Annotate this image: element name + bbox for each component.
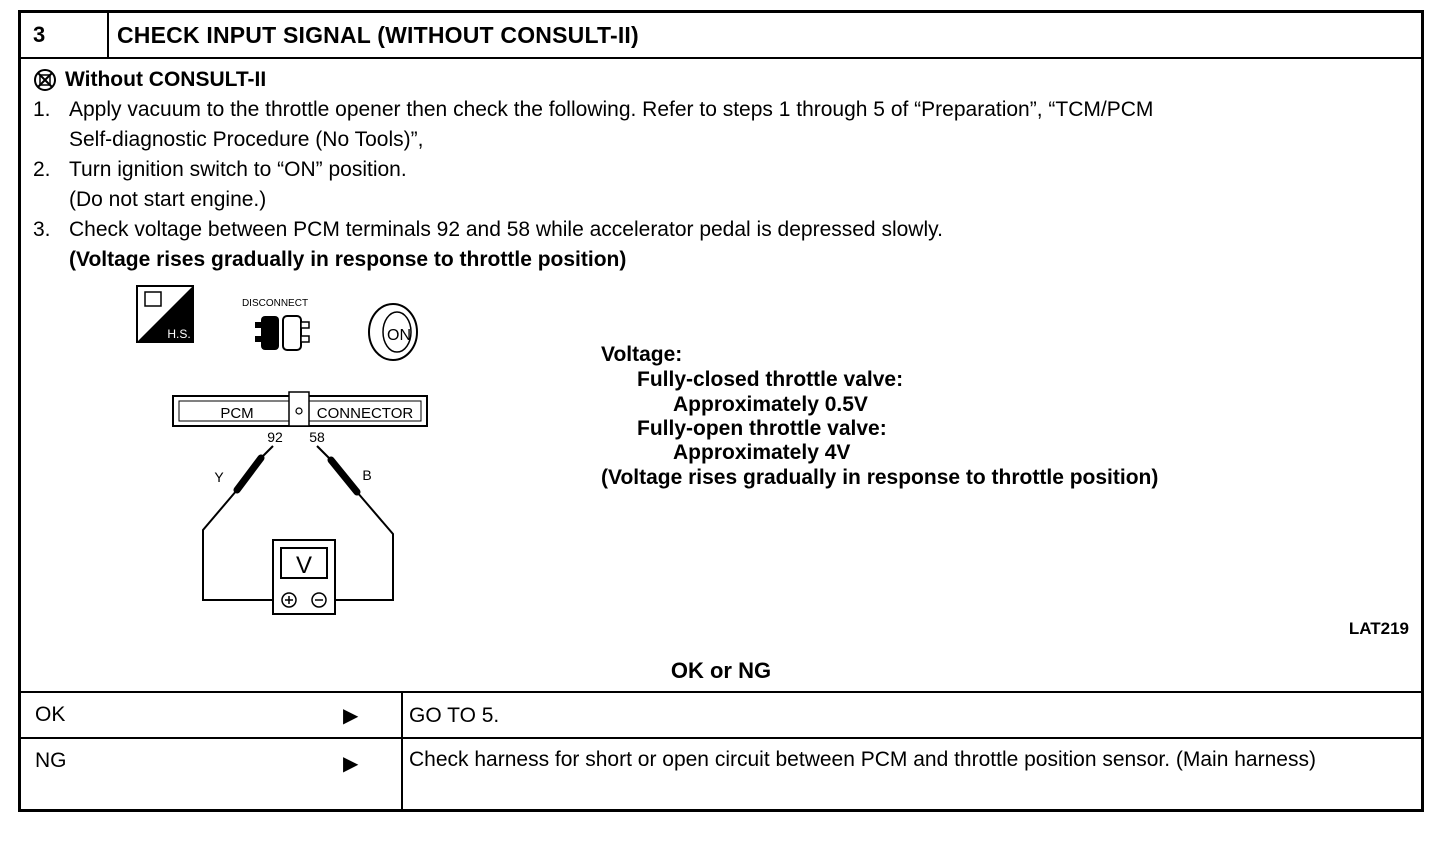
- open-throttle-label: Fully-open throttle valve:: [637, 417, 887, 440]
- probe-b: B: [316, 445, 394, 601]
- no-consult-icon: [34, 69, 56, 91]
- step-title: CHECK INPUT SIGNAL (WITHOUT CONSULT-II): [117, 22, 639, 48]
- hand-switch-icon: H.S.: [136, 285, 194, 343]
- disconnect-label: DISCONNECT: [242, 298, 308, 309]
- plus-terminal-icon: [281, 592, 297, 608]
- result-ng-action: Check harness for short or open circuit …: [409, 748, 1316, 771]
- result-row-ok: OK ▶ GO TO 5.: [21, 691, 1421, 737]
- step-1-text: Apply vacuum to the throttle opener then…: [69, 98, 1154, 121]
- step-number: 3: [21, 13, 109, 57]
- hs-label: H.S.: [167, 327, 190, 341]
- result-row-ng: NG ▶ Check harness for short or open cir…: [21, 737, 1421, 812]
- step-2-number: 2.: [33, 158, 51, 181]
- procedure-table: 3 CHECK INPUT SIGNAL (WITHOUT CONSULT-II…: [18, 10, 1424, 812]
- arrow-right-icon: ▶: [343, 705, 359, 727]
- pcm-connector: PCM CONNECTOR 92 58: [172, 391, 428, 445]
- connector-pcm-label: PCM: [220, 405, 253, 422]
- ignition-on-icon: ON: [368, 303, 418, 361]
- meter-label: V: [296, 552, 312, 579]
- step-3-number: 3.: [33, 218, 51, 241]
- result-ok-label: OK: [35, 703, 66, 726]
- step-3-note: (Voltage rises gradually in response to …: [69, 248, 627, 271]
- step-2-text: Turn ignition switch to “ON” position.: [69, 158, 407, 181]
- open-throttle-value: Approximately 4V: [673, 441, 851, 464]
- arrow-right-icon: ▶: [343, 753, 359, 775]
- voltage-title: Voltage:: [601, 343, 683, 366]
- column-divider: [401, 739, 403, 812]
- wire-y-label: Y: [214, 469, 224, 485]
- result-ok-action: GO TO 5.: [409, 704, 500, 727]
- voltage-note: (Voltage rises gradually in response to …: [601, 466, 1159, 489]
- column-divider: [401, 693, 403, 737]
- subheading-text: Without CONSULT-II: [65, 68, 267, 91]
- connector-label: CONNECTOR: [317, 405, 414, 422]
- terminal-58-label: 58: [309, 429, 325, 445]
- step-1-number: 1.: [33, 98, 51, 121]
- figure-id: LAT219: [1348, 619, 1409, 638]
- step-header: 3 CHECK INPUT SIGNAL (WITHOUT CONSULT-II…: [21, 13, 1421, 59]
- closed-throttle-label: Fully-closed throttle valve:: [637, 368, 904, 391]
- terminal-92-label: 92: [267, 429, 283, 445]
- wire-b-label: B: [362, 467, 371, 483]
- step-1-text-cont: Self-diagnostic Procedure (No Tools)”,: [69, 128, 424, 151]
- result-ng-label: NG: [35, 749, 67, 772]
- voltmeter: V: [272, 539, 336, 615]
- closed-throttle-value: Approximately 0.5V: [673, 393, 868, 416]
- step-3-text: Check voltage between PCM terminals 92 a…: [69, 218, 943, 241]
- without-consult-heading: Without CONSULT-II: [33, 65, 266, 95]
- wiring-diagram: H.S. DISCONNECT ON PCM CONNECTOR 92: [136, 285, 428, 615]
- probe-y: Y: [202, 445, 277, 601]
- result-heading: OK or NG: [670, 658, 772, 683]
- disconnect-icon: DISCONNECT: [242, 298, 310, 351]
- on-label: ON: [387, 327, 411, 344]
- minus-terminal-icon: [311, 592, 327, 608]
- step-2-text-cont: (Do not start engine.): [69, 188, 267, 211]
